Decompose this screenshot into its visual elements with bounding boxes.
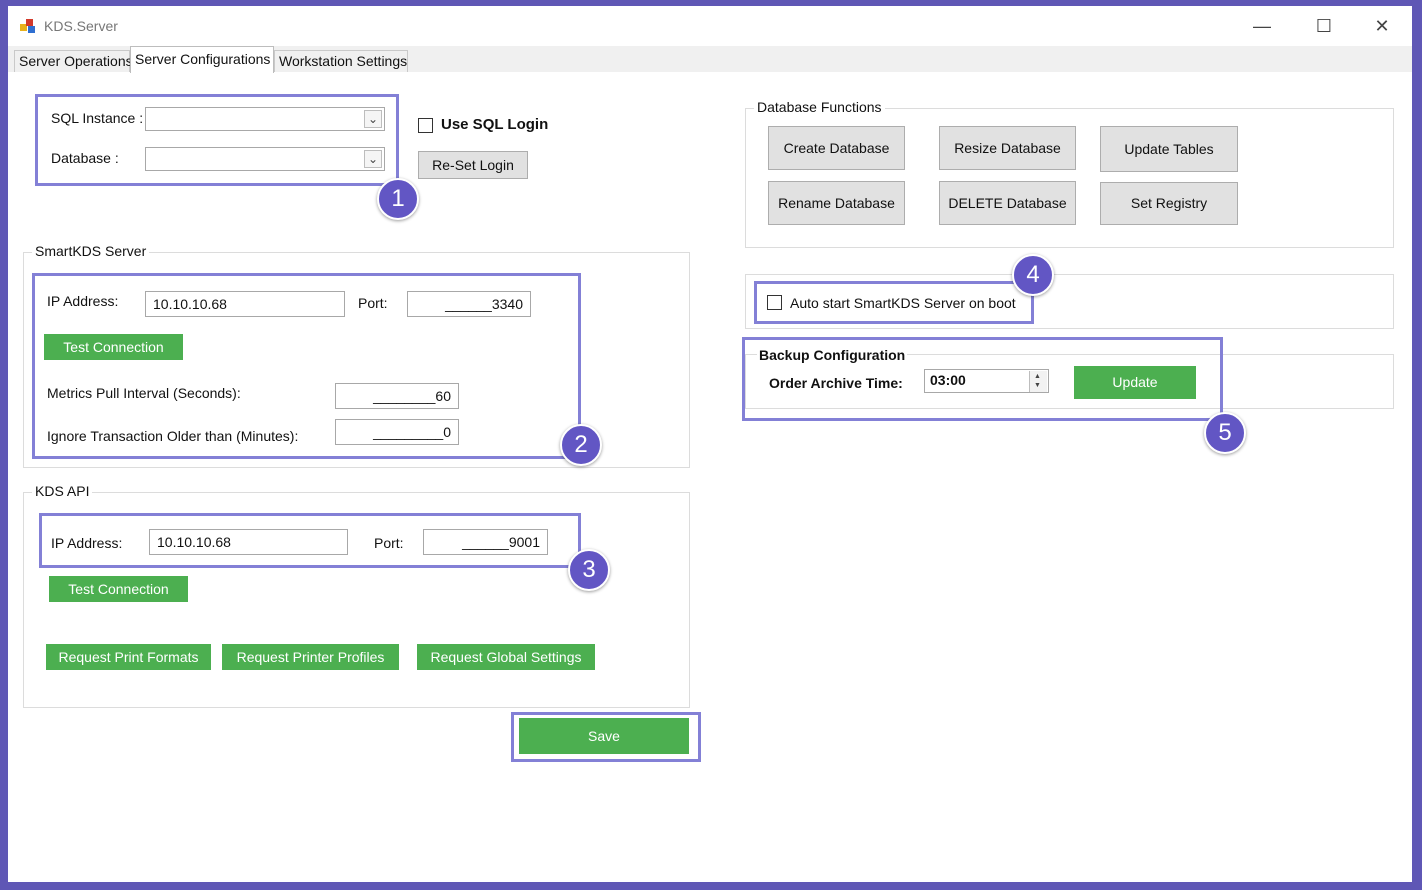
sql-instance-combo[interactable]: ⌄ [145,107,385,131]
app-window: KDS.Server — ☐ ✕ Server Operations Serve… [8,6,1412,882]
order-archive-time-input[interactable]: 03:00 ▲ ▼ [924,369,1049,393]
minimize-button[interactable]: — [1253,16,1271,36]
smartkds-ip-label: IP Address: [47,293,119,309]
backup-update-button[interactable]: Update [1074,366,1196,399]
callout-badge-3: 3 [568,549,610,591]
callout-badge-5: 5 [1204,412,1246,454]
database-combo[interactable]: ⌄ [145,147,385,171]
tab-server-configurations[interactable]: Server Configurations [130,46,274,73]
request-global-settings-button[interactable]: Request Global Settings [417,644,595,670]
kds-api-title: KDS API [32,483,93,499]
kds-api-ip-input[interactable]: 10.10.10.68 [149,529,348,555]
smartkds-ip-input[interactable]: 10.10.10.68 [145,291,345,317]
request-printer-profiles-button[interactable]: Request Printer Profiles [222,644,399,670]
kds-api-port-label: Port: [374,535,404,551]
sql-instance-label: SQL Instance : [51,110,144,126]
smartkds-test-connection-button[interactable]: Test Connection [44,334,183,360]
spinner-up-icon[interactable]: ▲ [1034,373,1041,380]
kds-api-port-input[interactable]: ______9001 [423,529,548,555]
autostart-label: Auto start SmartKDS Server on boot [790,295,1016,311]
callout-badge-1: 1 [377,178,419,220]
server-configurations-panel: SQL Instance : ⌄ Database : ⌄ 1 Use SQL … [8,72,1412,882]
autostart-group [745,274,1394,329]
chevron-down-icon[interactable]: ⌄ [364,110,382,128]
use-sql-login-label: Use SQL Login [441,116,549,133]
tab-server-operations[interactable]: Server Operations [14,50,133,72]
close-button[interactable]: ✕ [1374,16,1390,36]
maximize-button[interactable]: ☐ [1315,16,1333,36]
create-database-button[interactable]: Create Database [768,126,905,170]
metrics-interval-label: Metrics Pull Interval (Seconds): [47,385,241,401]
smartkds-port-input[interactable]: ______3340 [407,291,531,317]
backup-configuration-title: Backup Configuration [757,347,908,363]
database-functions-title: Database Functions [754,99,885,115]
set-registry-button[interactable]: Set Registry [1100,182,1238,225]
ignore-transaction-input[interactable]: _________0 [335,419,459,445]
callout-badge-4: 4 [1012,254,1054,296]
app-icon [20,19,35,33]
metrics-interval-input[interactable]: ________60 [335,383,459,409]
kds-api-test-connection-button[interactable]: Test Connection [49,576,188,602]
update-tables-button[interactable]: Update Tables [1100,126,1238,172]
spinner-down-icon[interactable]: ▼ [1034,382,1041,389]
tab-workstation-settings[interactable]: Workstation Settings [274,50,408,72]
smartkds-port-label: Port: [358,295,388,311]
rename-database-button[interactable]: Rename Database [768,181,905,225]
callout-badge-2: 2 [560,424,602,466]
title-bar: KDS.Server — ☐ ✕ [8,6,1412,46]
smartkds-server-group: SmartKDS Server [23,243,690,468]
reset-login-button[interactable]: Re-Set Login [418,151,528,179]
database-functions-group: Database Functions [745,99,1394,248]
chevron-down-icon[interactable]: ⌄ [364,150,382,168]
backup-configuration-group [745,354,1394,409]
database-label: Database : [51,150,119,166]
resize-database-button[interactable]: Resize Database [939,126,1076,170]
request-print-formats-button[interactable]: Request Print Formats [46,644,211,670]
tab-strip: Server Operations Server Configurations … [8,46,1412,73]
time-spinner[interactable]: ▲ ▼ [1029,371,1047,392]
delete-database-button[interactable]: DELETE Database [939,181,1076,225]
use-sql-login-checkbox[interactable] [418,118,433,133]
order-archive-time-value: 03:00 [930,372,966,388]
kds-api-group: KDS API [23,483,690,708]
ignore-transaction-label: Ignore Transaction Older than (Minutes): [47,428,299,444]
order-archive-time-label: Order Archive Time: [769,375,903,391]
kds-api-ip-label: IP Address: [51,535,123,551]
window-title: KDS.Server [44,18,118,34]
save-button[interactable]: Save [519,718,689,754]
autostart-checkbox[interactable] [767,295,782,310]
smartkds-server-title: SmartKDS Server [32,243,150,259]
